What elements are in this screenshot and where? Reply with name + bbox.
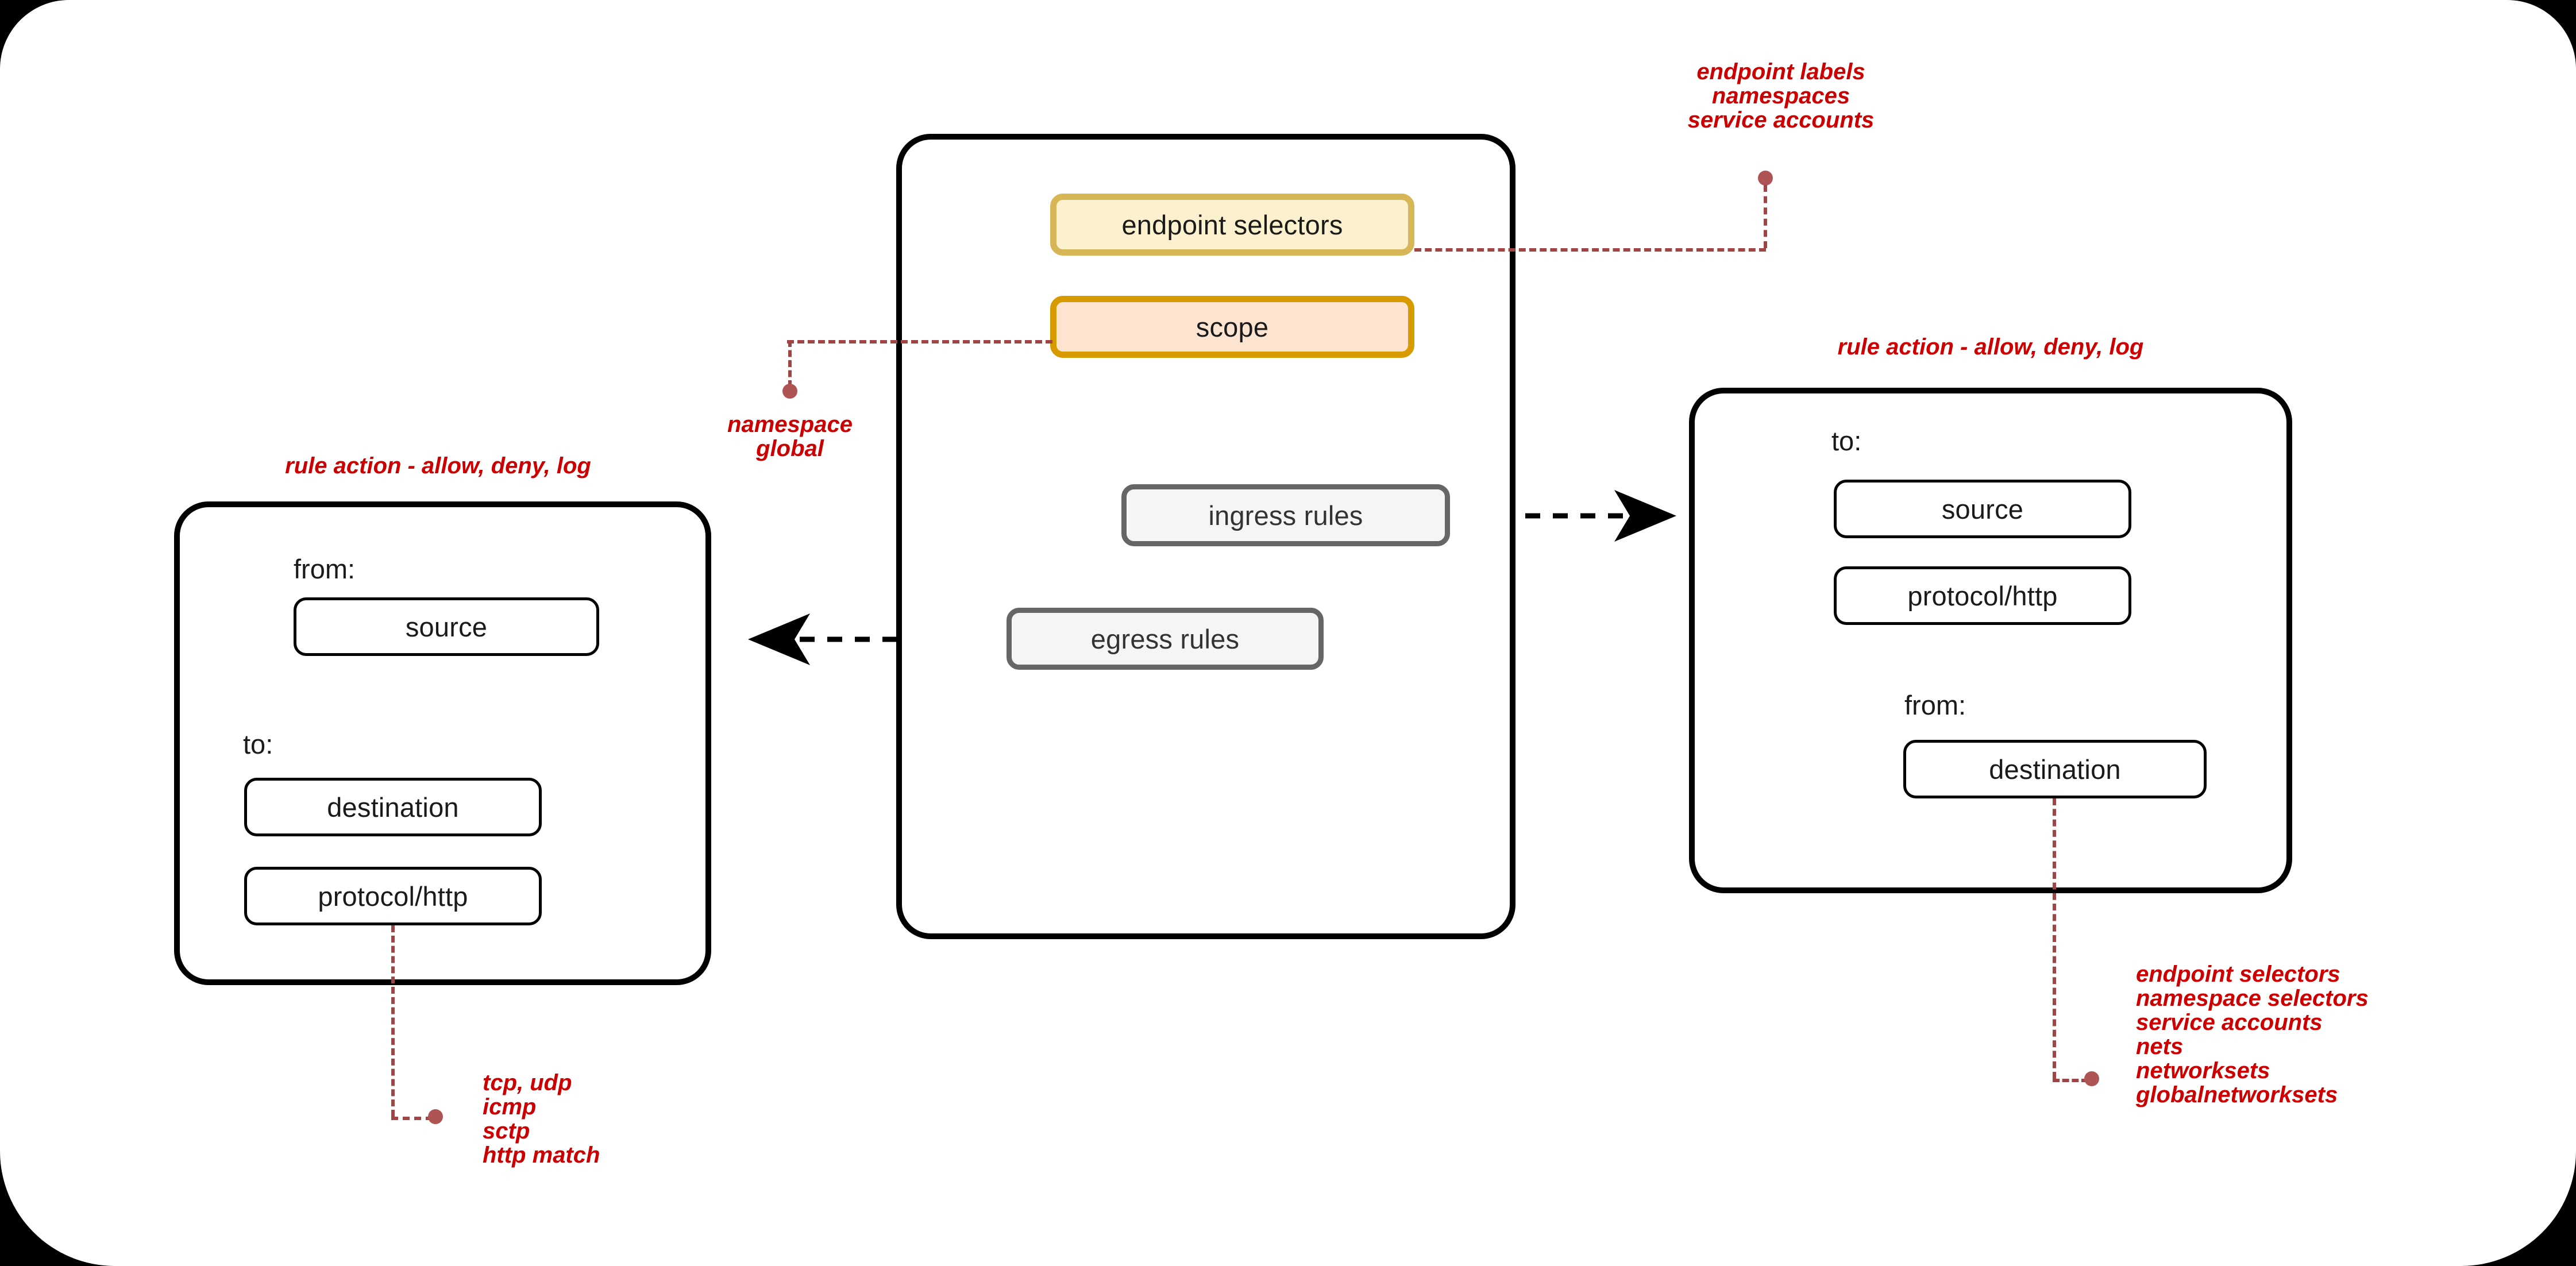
ingress-protocol-label: protocol/http [1907,580,2058,611]
destination-annotation-dot [2084,1071,2099,1086]
endpoint-selectors-annotation: endpoint labels namespaces service accou… [1687,59,1875,133]
endpoint-selectors-annotation-dot [1758,171,1773,186]
destination-leader-vertical [2053,798,2056,1079]
egress-destination-box[interactable]: destination [244,778,542,836]
ingress-from-label: from: [1904,690,1966,720]
egress-protocol-label: protocol/http [318,881,468,912]
ingress-source-label: source [1941,493,2024,524]
endpoint-selectors-box[interactable]: endpoint selectors [1050,194,1414,256]
egress-rules-label: egress rules [1090,623,1240,654]
ingress-source-box[interactable]: source [1834,480,2131,538]
protocol-annotation: tcp, udp icmp sctp http match [483,1070,600,1168]
scope-leader-vertical [788,340,792,387]
ingress-destination-label: destination [1989,754,2121,785]
right-panel-heading: rule action - allow, deny, log [1837,334,2144,360]
protocol-annotation-dot [428,1109,443,1124]
ingress-rules-box[interactable]: ingress rules [1121,484,1450,546]
ingress-protocol-box[interactable]: protocol/http [1834,566,2131,625]
endpoint-selectors-leader-horizontal [1414,248,1766,252]
egress-to-label: to: [243,729,273,759]
ingress-destination-box[interactable]: destination [1903,740,2207,798]
egress-source-box[interactable]: source [294,597,599,656]
scope-label: scope [1196,311,1269,342]
destination-leader-horizontal [2053,1079,2088,1082]
egress-protocol-box[interactable]: protocol/http [244,867,542,925]
egress-source-label: source [405,611,488,642]
left-panel-heading: rule action - allow, deny, log [285,453,591,478]
ingress-rules-label: ingress rules [1208,500,1363,531]
endpoint-selectors-leader-vertical [1764,185,1767,248]
scope-leader-horizontal [787,340,1052,343]
destination-annotation: endpoint selectors namespace selectors s… [2136,962,2369,1107]
endpoint-selectors-label: endpoint selectors [1121,209,1343,240]
scope-box[interactable]: scope [1050,296,1414,358]
egress-from-label: from: [294,554,356,584]
protocol-leader-horizontal [391,1117,433,1120]
egress-destination-label: destination [327,792,459,823]
protocol-leader-vertical [391,925,395,1117]
ingress-to-label: to: [1831,426,1862,456]
egress-rules-box[interactable]: egress rules [1007,608,1324,670]
scope-annotation: namespace global [727,412,853,461]
scope-annotation-dot [782,384,797,399]
ingress-rule-panel [1689,388,2292,893]
